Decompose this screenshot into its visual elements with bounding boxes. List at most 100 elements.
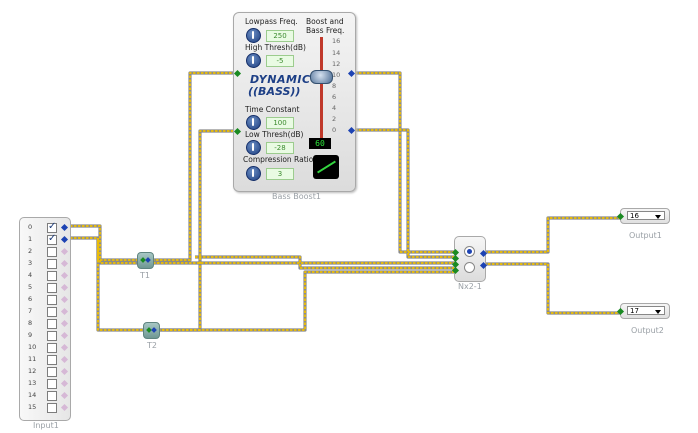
input-channel-row[interactable]: 3 bbox=[20, 259, 70, 269]
wire-in1-t1 bbox=[66, 236, 138, 262]
channel-checkbox[interactable] bbox=[47, 307, 57, 317]
output-pin[interactable] bbox=[60, 319, 69, 328]
compression-value[interactable]: 3 bbox=[266, 168, 294, 180]
t2-output-pin[interactable] bbox=[151, 327, 157, 333]
nx-output-pin[interactable] bbox=[479, 249, 488, 258]
dynamic-logo: DYNAMIC bbox=[250, 73, 311, 86]
channel-checkbox[interactable] bbox=[47, 331, 57, 341]
time-constant-value[interactable]: 100 bbox=[266, 117, 294, 129]
nx-output-pin[interactable] bbox=[479, 261, 488, 270]
output2-select[interactable]: 17 bbox=[627, 306, 665, 315]
scale-tick: 16 bbox=[332, 37, 341, 45]
channel-checkbox[interactable] bbox=[47, 259, 57, 269]
output1-select[interactable]: 16 bbox=[627, 211, 665, 220]
output-pin[interactable] bbox=[60, 355, 69, 364]
boost-slider-thumb[interactable] bbox=[310, 70, 333, 84]
frequency-display: 60 bbox=[309, 138, 331, 149]
input-channel-row[interactable]: 11 bbox=[20, 355, 70, 365]
channel-number: 11 bbox=[28, 355, 37, 363]
output-pin[interactable] bbox=[60, 367, 69, 376]
output-pin[interactable] bbox=[60, 259, 69, 268]
output-pin[interactable] bbox=[60, 271, 69, 280]
channel-checkbox[interactable] bbox=[47, 403, 57, 413]
channel-checkbox[interactable] bbox=[47, 283, 57, 293]
input-channel-row[interactable]: 2 bbox=[20, 247, 70, 257]
output2-block[interactable]: 17 bbox=[616, 303, 670, 319]
channel-checkbox[interactable] bbox=[47, 319, 57, 329]
input-channel-row[interactable]: 12 bbox=[20, 367, 70, 377]
channel-checkbox[interactable] bbox=[47, 343, 57, 353]
output1-value: 16 bbox=[630, 212, 639, 220]
lowpass-value[interactable]: 250 bbox=[266, 30, 294, 42]
input-channel-row[interactable]: 0 bbox=[20, 221, 70, 233]
output-pin[interactable] bbox=[60, 391, 69, 400]
scale-tick: 12 bbox=[332, 60, 341, 68]
chevron-down-icon[interactable] bbox=[655, 310, 661, 314]
nx-radio-2[interactable] bbox=[464, 262, 475, 273]
channel-number: 3 bbox=[28, 259, 33, 267]
t2-node[interactable] bbox=[143, 322, 160, 339]
input-caption: Input1 bbox=[33, 421, 59, 430]
channel-checkbox[interactable] bbox=[47, 221, 57, 233]
chevron-down-icon[interactable] bbox=[655, 215, 661, 219]
input-channel-row[interactable]: 13 bbox=[20, 379, 70, 389]
channel-checkbox[interactable] bbox=[47, 271, 57, 281]
channel-number: 9 bbox=[28, 331, 33, 339]
t1-node[interactable] bbox=[137, 252, 154, 269]
input-channel-row[interactable]: 1 bbox=[20, 233, 70, 245]
input-channel-row[interactable]: 7 bbox=[20, 307, 70, 317]
output-pin[interactable] bbox=[60, 403, 69, 412]
output1-block[interactable]: 16 bbox=[616, 208, 670, 224]
boost-label-1: Boost and bbox=[306, 17, 344, 26]
input-channel-row[interactable]: 15 bbox=[20, 403, 70, 413]
channel-number: 6 bbox=[28, 295, 33, 303]
output-pin[interactable] bbox=[60, 295, 69, 304]
input-channel-row[interactable]: 10 bbox=[20, 343, 70, 353]
output-pin-1[interactable] bbox=[347, 69, 356, 78]
compression-graph-icon bbox=[313, 155, 339, 179]
compression-knob-icon[interactable] bbox=[246, 166, 261, 181]
channel-checkbox[interactable] bbox=[47, 295, 57, 305]
channel-number: 1 bbox=[28, 235, 33, 243]
output-pin[interactable] bbox=[60, 331, 69, 340]
compression-label: Compression Ratio bbox=[243, 155, 314, 164]
output-pin[interactable] bbox=[60, 379, 69, 388]
channel-checkbox[interactable] bbox=[47, 367, 57, 377]
output-pin[interactable] bbox=[60, 223, 69, 232]
boost-slider-track[interactable] bbox=[320, 37, 323, 145]
output-pin-2[interactable] bbox=[347, 126, 356, 135]
high-thresh-value[interactable]: -5 bbox=[266, 55, 294, 67]
t1-output-pin[interactable] bbox=[145, 257, 151, 263]
output-pin[interactable] bbox=[60, 235, 69, 244]
nx-input-pin[interactable] bbox=[451, 266, 460, 275]
output-pin[interactable] bbox=[60, 307, 69, 316]
channel-checkbox[interactable] bbox=[47, 247, 57, 257]
output-pin[interactable] bbox=[60, 283, 69, 292]
input-channel-row[interactable]: 4 bbox=[20, 271, 70, 281]
channel-checkbox[interactable] bbox=[47, 233, 57, 245]
nx-selector-block[interactable] bbox=[451, 236, 488, 282]
time-constant-knob-icon[interactable] bbox=[246, 115, 261, 130]
wire-t2-bb2 bbox=[158, 129, 237, 332]
low-thresh-value[interactable]: -28 bbox=[266, 142, 294, 154]
input-channel-row[interactable]: 5 bbox=[20, 283, 70, 293]
low-thresh-label: Low Thresh(dB) bbox=[245, 130, 304, 139]
scale-tick: 10 bbox=[332, 71, 341, 79]
input-channel-row[interactable]: 8 bbox=[20, 319, 70, 329]
high-thresh-knob-icon[interactable] bbox=[246, 53, 261, 68]
nx-radio-1[interactable] bbox=[464, 246, 475, 257]
channel-checkbox[interactable] bbox=[47, 391, 57, 401]
input-pin-2[interactable] bbox=[233, 127, 242, 136]
input-channel-row[interactable]: 9 bbox=[20, 331, 70, 341]
input-block[interactable]: 0 1 2 3 4 5 6 7 8 9 10 11 12 13 14 15 bbox=[19, 217, 71, 421]
lowpass-knob-icon[interactable] bbox=[246, 28, 261, 43]
channel-checkbox[interactable] bbox=[47, 355, 57, 365]
low-thresh-knob-icon[interactable] bbox=[246, 140, 261, 155]
channel-checkbox[interactable] bbox=[47, 379, 57, 389]
input-channel-row[interactable]: 6 bbox=[20, 295, 70, 305]
output-pin[interactable] bbox=[60, 343, 69, 352]
input-channel-row[interactable]: 14 bbox=[20, 391, 70, 401]
output-pin[interactable] bbox=[60, 247, 69, 256]
bass-boost-block[interactable]: Lowpass Freq. Boost and Bass Freq. 250 H… bbox=[233, 12, 356, 192]
input-pin-1[interactable] bbox=[233, 69, 242, 78]
